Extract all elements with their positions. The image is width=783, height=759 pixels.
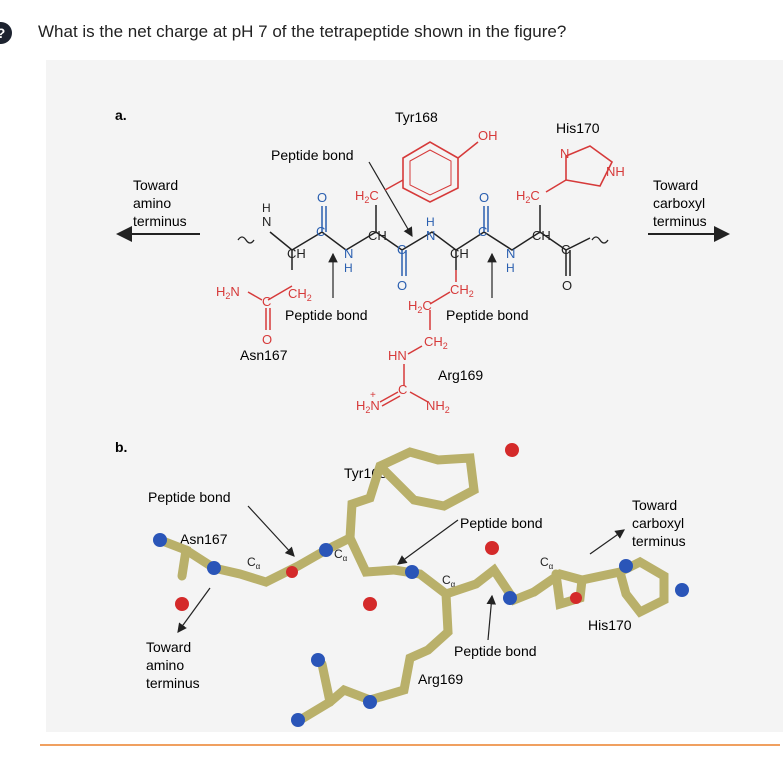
left-label-2: amino — [133, 195, 171, 211]
ball-stick-bonds — [155, 447, 669, 725]
svg-text:O: O — [262, 332, 272, 347]
right-label-3: terminus — [653, 213, 707, 229]
arg-label: Arg169 — [438, 367, 483, 383]
b-calpha-3: Cα — [442, 573, 456, 589]
panel-b-letter: b. — [115, 439, 127, 455]
svg-text:C: C — [262, 294, 271, 309]
svg-text:C: C — [561, 242, 570, 257]
question-text: What is the net charge at pH 7 of the te… — [38, 22, 567, 41]
svg-text:CH: CH — [450, 246, 469, 261]
svg-text:NH2: NH2 — [426, 398, 450, 415]
b-peptide-bond-label-2: Peptide bond — [460, 515, 543, 531]
squiggle-right — [591, 236, 609, 244]
b-pointer-left — [177, 587, 211, 633]
svg-text:CH: CH — [532, 228, 551, 243]
b-calpha-4: Cα — [540, 555, 554, 571]
svg-text:C: C — [478, 224, 487, 239]
b-left-label-2: amino — [146, 657, 184, 673]
b-right-label-1: Toward — [632, 497, 677, 513]
svg-text:H2C: H2C — [408, 298, 432, 315]
asn-label: Asn167 — [240, 347, 288, 363]
svg-text:CH2: CH2 — [450, 282, 474, 299]
left-label-3: terminus — [133, 213, 187, 229]
svg-text:+: + — [370, 390, 376, 401]
b-calpha-1: Cα — [247, 555, 261, 571]
b-peptide-bond-label-1: Peptide bond — [148, 489, 231, 505]
b-pointer-2 — [397, 519, 459, 565]
svg-text:N: N — [426, 228, 435, 243]
b-left-label-3: terminus — [146, 675, 200, 691]
svg-text:N: N — [344, 246, 353, 261]
peptide-figure: a. Toward amino terminus Toward carboxyl… — [46, 60, 783, 732]
svg-text:H: H — [506, 261, 515, 275]
arg-side-chain: CH2 H2C CH2 HN C H2N NH2 + — [356, 270, 474, 415]
question-icon: ? — [0, 22, 12, 44]
bottom-divider — [40, 744, 780, 746]
b-peptide-bond-label-3: Peptide bond — [454, 643, 537, 659]
b-asn-label: Asn167 — [180, 531, 228, 547]
b-arg-label: Arg169 — [418, 671, 463, 687]
svg-text:H2C: H2C — [516, 188, 540, 205]
svg-text:N: N — [506, 246, 515, 261]
right-label-1: Toward — [653, 177, 698, 193]
question-bar: ? What is the net charge at pH 7 of the … — [0, 0, 783, 66]
squiggle-left — [237, 236, 255, 244]
svg-text:OH: OH — [478, 128, 498, 143]
b-pointer-3 — [486, 594, 497, 641]
carbonyl-groups: O C O C O C O C N H N H N H N H — [262, 190, 572, 293]
svg-text:CH: CH — [368, 228, 387, 243]
figure-svg: a. Toward amino terminus Toward carboxyl… — [115, 107, 730, 727]
peptide-bond-pointer-top — [368, 161, 413, 238]
svg-text:H2N: H2N — [216, 284, 240, 301]
left-label-1: Toward — [133, 177, 178, 193]
svg-text:CH2: CH2 — [288, 286, 312, 303]
svg-text:C: C — [397, 242, 406, 257]
b-pointer-1 — [247, 505, 295, 557]
tyr-label: Tyr168 — [395, 109, 438, 125]
tyr-side-chain: H2C OH — [355, 128, 498, 205]
svg-text:C: C — [398, 382, 407, 397]
peptide-bond-label-right: Peptide bond — [446, 307, 529, 323]
peptide-bond-label-left: Peptide bond — [285, 307, 368, 323]
svg-text:H2C: H2C — [355, 188, 379, 205]
svg-text:NH: NH — [606, 164, 625, 179]
b-right-label-3: terminus — [632, 533, 686, 549]
svg-text:O: O — [397, 278, 407, 293]
svg-text:O: O — [479, 190, 489, 205]
svg-text:H2N: H2N — [356, 398, 380, 415]
asn-side-chain: CH2 C O H2N — [216, 284, 312, 347]
svg-text:H: H — [262, 201, 271, 215]
svg-text:N: N — [560, 146, 569, 161]
b-right-label-2: carboxyl — [632, 515, 684, 531]
svg-text:CH: CH — [287, 246, 306, 261]
svg-text:H: H — [426, 215, 435, 229]
panel-a-letter: a. — [115, 107, 127, 123]
svg-text:N: N — [262, 214, 271, 229]
b-pointer-right — [589, 529, 625, 555]
svg-text:O: O — [317, 190, 327, 205]
peptide-bond-label-top: Peptide bond — [271, 147, 354, 163]
svg-text:CH2: CH2 — [424, 334, 448, 351]
svg-text:O: O — [562, 278, 572, 293]
svg-text:C: C — [316, 224, 325, 239]
svg-text:H: H — [344, 261, 353, 275]
ball-stick-atoms — [153, 443, 689, 727]
right-label-2: carboxyl — [653, 195, 705, 211]
his-label: His170 — [556, 120, 600, 136]
b-his-label: His170 — [588, 617, 632, 633]
svg-text:HN: HN — [388, 348, 407, 363]
his-side-chain: H2C N NH — [516, 145, 625, 205]
b-left-label-1: Toward — [146, 639, 191, 655]
